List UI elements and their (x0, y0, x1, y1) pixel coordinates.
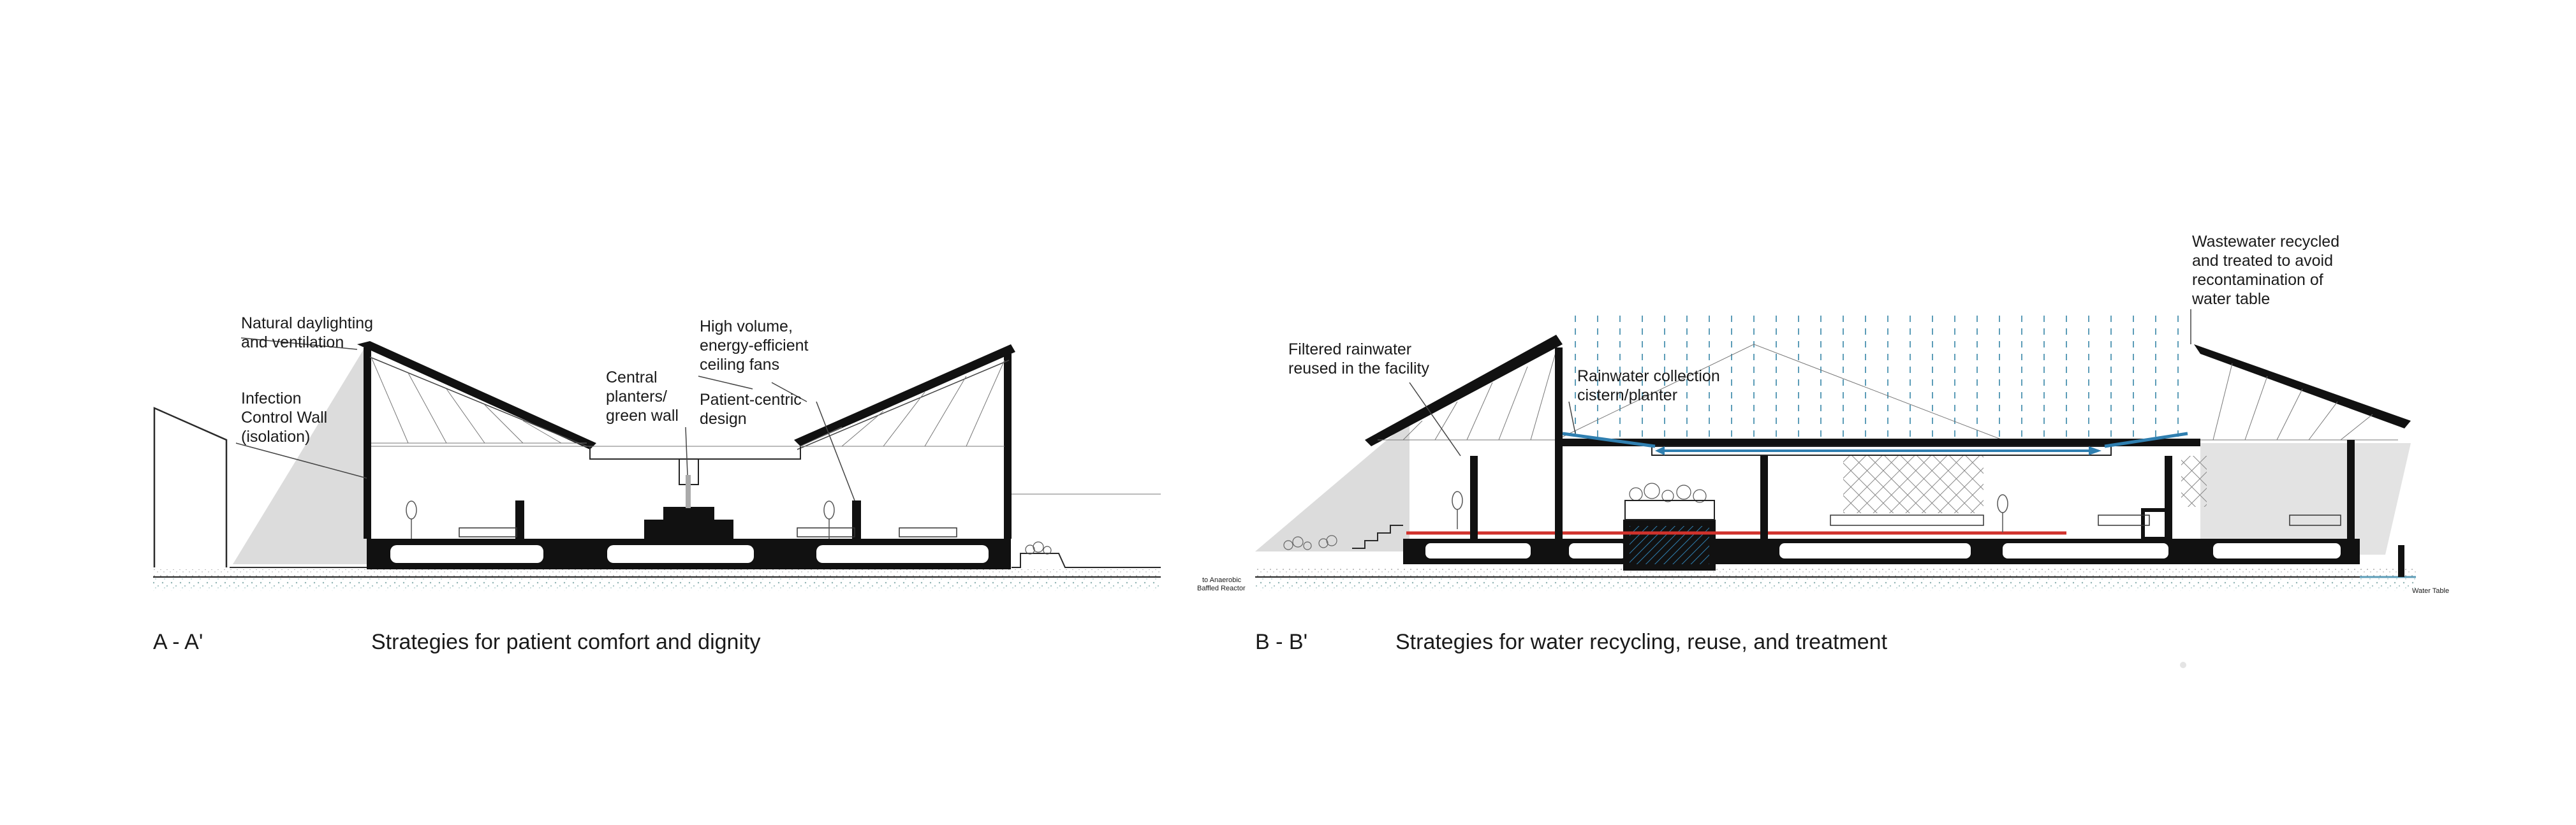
building-a (357, 341, 1015, 569)
annotation-natural-daylighting: Natural daylighting and ventilation (241, 314, 378, 351)
leader-lines-b (1409, 309, 2191, 456)
stray-mark (2180, 662, 2186, 668)
annotation-central-planters: Central planters/ green wall (606, 369, 679, 425)
caption-b: Strategies for water recycling, reuse, a… (1395, 630, 1888, 654)
section-label-a: A - A' (153, 630, 203, 654)
section-b-drawing: Filtered rainwater reused in the facilit… (1197, 233, 2449, 654)
soil-b (1255, 567, 2416, 577)
annotation-rainwater-collection: Rainwater collection cistern/planter (1577, 367, 1725, 404)
annotation-infection-control-wall: Infection Control Wall (isolation) (241, 390, 332, 446)
shadow-b-left (1255, 421, 1409, 551)
annotation-patient-centric: Patient-centric design (700, 391, 806, 428)
roof-ghost-line (1556, 344, 2003, 441)
building-b (1365, 335, 2411, 571)
rain-lines (1575, 316, 2179, 440)
shadow-b-right (2200, 443, 2411, 555)
caption-a: Strategies for patient comfort and digni… (371, 630, 760, 654)
annotation-ceiling-fans: High volume, energy-efficient ceiling fa… (700, 318, 813, 374)
label-anaerobic-reactor: to Anaerobic Baffled Reactor (1197, 576, 1246, 592)
planting-a (1025, 541, 1052, 555)
section-label-b: B - B' (1255, 630, 1307, 654)
planting-b (1283, 535, 1337, 550)
leader-lines-a (235, 337, 855, 501)
annotation-filtered-rainwater: Filtered rainwater reused in the facilit… (1288, 340, 1429, 377)
section-a-drawing: Natural daylighting and ventilation Infe… (153, 314, 1161, 654)
ground-strip-a (153, 577, 1161, 591)
neighbour-wall-a (153, 407, 228, 567)
ground-strip-b (1255, 577, 2416, 591)
label-water-table: Water Table (2412, 587, 2449, 595)
soil-a (153, 569, 1161, 577)
daylight-shadow-a (233, 344, 367, 564)
annotation-wastewater-recycled: Wastewater recycled and treated to avoid… (2191, 233, 2344, 308)
